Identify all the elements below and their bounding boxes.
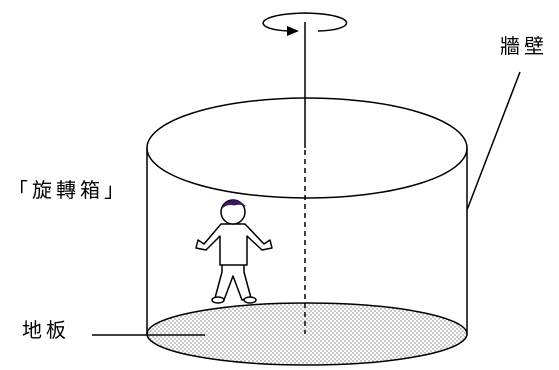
rotor-box-label: 「旋轉箱」 bbox=[8, 178, 128, 202]
wall-leader-line bbox=[466, 71, 521, 211]
person-legs bbox=[214, 263, 252, 301]
floor-label: 地板 bbox=[22, 318, 70, 342]
floor-ellipse bbox=[146, 302, 468, 366]
rotation-arrow-icon bbox=[262, 12, 348, 36]
person-head-cap bbox=[221, 200, 246, 209]
person-figure bbox=[195, 199, 273, 304]
cylinder-top-ellipse bbox=[146, 97, 468, 199]
wall-label: 牆壁 bbox=[500, 34, 548, 58]
person-torso bbox=[195, 223, 273, 266]
person-head bbox=[220, 199, 246, 225]
